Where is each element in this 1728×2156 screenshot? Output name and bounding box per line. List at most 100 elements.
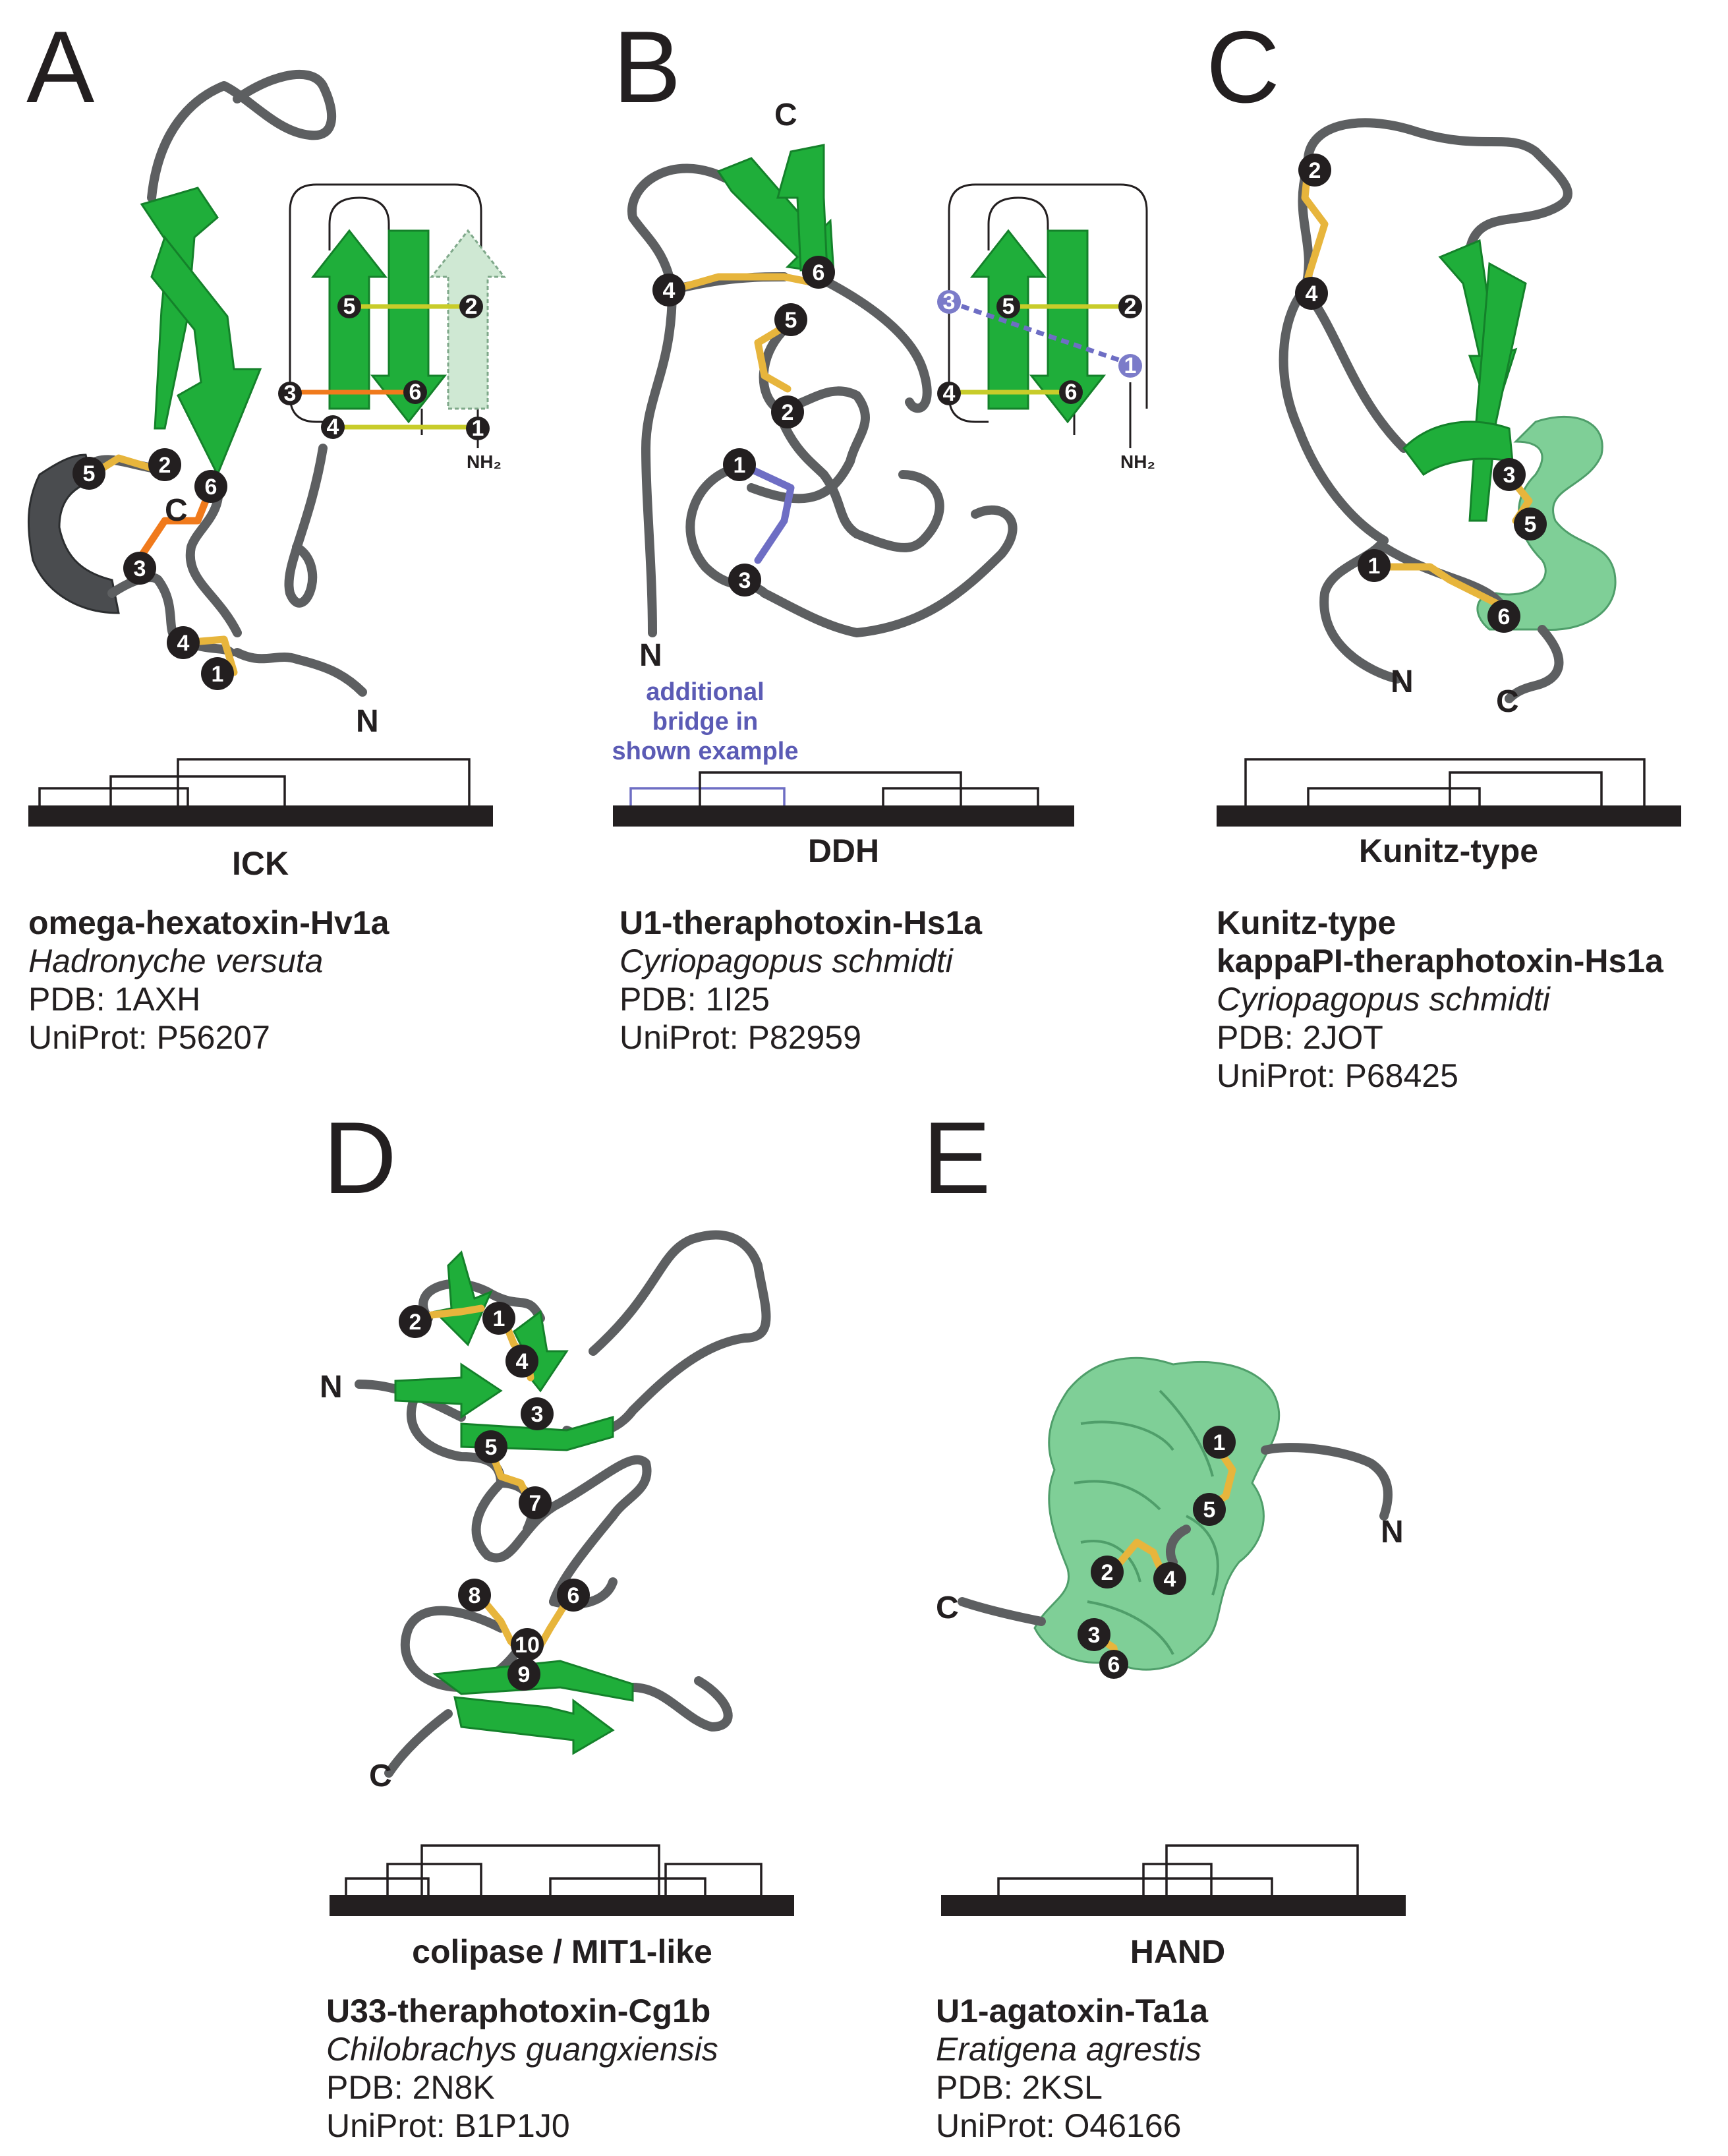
disulfide-b-5-2 [754,319,795,393]
svg-text:2: 2 [409,1310,422,1335]
toxin-name-a: omega-hexatoxin-Hv1a [28,904,390,941]
strand-c-3 [1402,421,1514,477]
cys-d-8: 8 [458,1579,491,1612]
svg-text:5: 5 [343,294,356,319]
svg-text:10: 10 [515,1633,540,1658]
coil-e-2 [958,1597,1046,1626]
family-a: ICK [232,845,289,882]
uniprot-b: UniProt: P82959 [619,1019,861,1056]
structure-d: 2 1 4 3 5 7 8 6 10 9 N C [320,1230,771,1793]
structure-c: 2 4 3 5 1 6 N C [1279,118,1617,719]
svg-text:shown example: shown example [612,738,799,765]
panel-b: B 6 4 5 2 1 3 C N [612,10,1155,1056]
svg-text:3: 3 [943,289,956,314]
coil-c-2 [1279,160,1389,545]
svg-text:3: 3 [134,556,146,581]
terminus-a-n: N [356,704,379,739]
svg-text:4: 4 [177,631,190,656]
cys-d-6: 6 [557,1579,590,1612]
cys-d-3: 3 [521,1397,554,1430]
svg-text:6: 6 [1065,380,1078,405]
svg-text:3: 3 [284,381,297,406]
cys-c-1: 1 [1358,549,1391,582]
cys-c-4: 4 [1295,277,1328,310]
topology-b: 3 5 2 1 4 6 NH₂ [937,183,1155,472]
svg-text:2: 2 [1101,1560,1114,1585]
bridge-pattern-d [330,1844,794,1916]
toxin-name-e: U1-agatoxin-Ta1a [936,1993,1209,2029]
cys-c-5: 5 [1514,508,1547,540]
cys-e-2: 2 [1091,1556,1124,1588]
svg-text:5: 5 [1203,1498,1216,1523]
terminus-c-n: N [1391,664,1414,699]
species-a: Hadronyche versuta [28,943,323,979]
cys-c-2: 2 [1298,154,1331,187]
svg-text:6: 6 [409,380,422,405]
pdb-a: PDB: 1AXH [28,981,200,1018]
topo-b-strand-1 [969,229,1047,410]
panel-letter-a: A [26,10,95,124]
cys-a-5: 5 [72,457,105,490]
panel-d: D 2 1 4 3 5 7 [320,1101,794,2144]
toxin-name-c-line1: Kunitz-type [1217,904,1396,941]
svg-text:6: 6 [813,260,825,285]
svg-text:6: 6 [567,1583,580,1608]
cys-a-1: 1 [201,657,234,690]
cys-b-2: 2 [771,395,804,428]
cys-b-5: 5 [774,303,807,336]
svg-text:6: 6 [1498,604,1511,629]
disulfide-b-1-3 [737,461,795,564]
panel-letter-e: E [923,1101,991,1215]
svg-text:2: 2 [1124,294,1137,319]
topo-b-strand-2 [1029,229,1107,424]
svg-text:1: 1 [493,1306,505,1331]
svg-text:6: 6 [205,475,217,500]
svg-text:1: 1 [734,453,746,478]
terminus-d-c: C [369,1759,392,1793]
svg-text:1: 1 [1124,353,1137,378]
uniprot-a: UniProt: P56207 [28,1019,270,1056]
coil-c-6 [1505,625,1564,703]
svg-text:1: 1 [1368,554,1381,579]
coil-c-3 [1300,285,1408,453]
panel-letter-b: B [613,10,681,124]
coil-a-5 [284,444,328,608]
panel-letter-d: D [323,1101,397,1215]
cys-d-1: 1 [482,1302,515,1335]
svg-text:5: 5 [485,1435,498,1460]
cys-d-4: 4 [505,1345,538,1378]
cys-a-3: 3 [123,552,156,585]
coil-b-3 [813,272,932,413]
pdb-c: PDB: 2JOT [1217,1019,1383,1056]
coil-b-5 [747,386,870,504]
terminus-e-n: N [1381,1515,1404,1550]
uniprot-c: UniProt: P68425 [1217,1057,1458,1094]
svg-text:additional: additional [646,678,764,706]
pdb-e: PDB: 2KSL [936,2069,1103,2106]
svg-text:3: 3 [739,568,751,593]
species-c: Cyriopagopus schmidti [1217,981,1551,1018]
panel-a: A 5 2 6 3 4 1 C N [26,10,507,1056]
family-b: DDH [808,832,879,869]
coil-a-4 [185,477,242,637]
topo-a-strand-2 [370,229,447,424]
svg-text:2: 2 [465,294,478,319]
bridge-pattern-e [941,1844,1406,1916]
helix-e-bundle [1033,1356,1281,1671]
structure-b: 6 4 5 2 1 3 C N [627,98,1018,673]
cys-e-4: 4 [1153,1562,1186,1595]
svg-text:6: 6 [1108,1652,1120,1677]
disulfide-e-2-4 [1116,1538,1167,1579]
cys-c-3: 3 [1493,458,1526,491]
toxin-name-c-line2: kappaPI-theraphotoxin-Hs1a [1217,943,1664,979]
svg-text:3: 3 [531,1402,544,1427]
terminus-b-c: C [774,98,797,132]
cys-d-10: 10 [511,1628,544,1661]
cys-d-9: 9 [507,1658,540,1691]
svg-text:3: 3 [1503,463,1516,488]
svg-text:5: 5 [785,308,797,333]
uniprot-e: UniProt: O46166 [936,2107,1181,2144]
coil-b-1 [627,163,730,637]
bridge-pattern-b [613,771,1074,827]
cys-a-6: 6 [194,470,227,503]
